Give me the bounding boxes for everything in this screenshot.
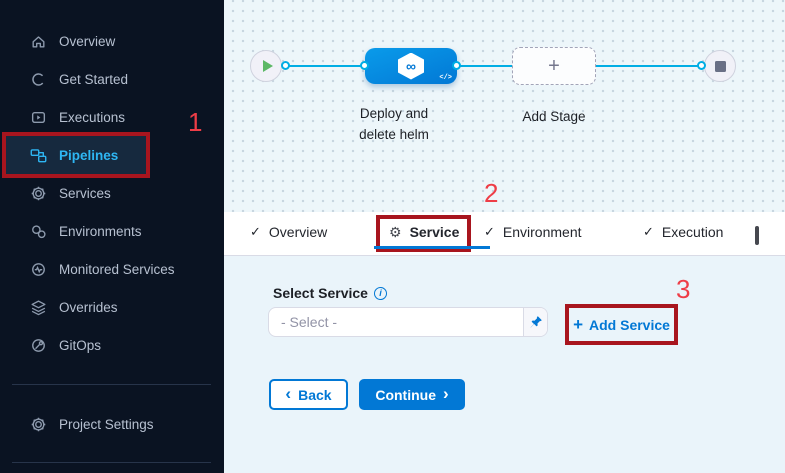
sidebar: Overview Get Started Executions Pipeline… <box>0 0 224 473</box>
annotation-number-1: 1 <box>188 107 203 137</box>
sidebar-item-overrides[interactable]: Overrides <box>0 288 224 326</box>
check-icon: ✓ <box>484 224 495 239</box>
info-icon[interactable]: i <box>373 286 387 300</box>
sidebar-item-overview[interactable]: Overview <box>0 22 224 60</box>
pipeline-start-node <box>250 50 282 82</box>
settings-gear-icon <box>30 416 47 433</box>
connector-line <box>285 65 367 67</box>
stop-icon <box>714 60 726 72</box>
play-icon <box>262 60 273 72</box>
connector-dot <box>360 61 369 70</box>
pin-fixed-value-button[interactable] <box>523 308 547 336</box>
stage-config-tabbar: ✓ Overview ⚙ Service ✓ Environment ✓ Exe… <box>224 212 785 256</box>
code-icon: </> <box>439 74 452 82</box>
tab-overview[interactable]: ✓ Overview <box>250 224 328 240</box>
sidebar-divider <box>12 384 211 385</box>
stage-label[interactable]: Deploy and delete helm <box>359 106 429 142</box>
sidebar-item-get-started[interactable]: Get Started <box>0 60 224 98</box>
sidebar-item-label: Monitored Services <box>59 261 175 277</box>
sidebar-item-gitops[interactable]: GitOps <box>0 326 224 364</box>
tab-execution[interactable]: ✓ Execution <box>643 224 724 240</box>
connector-line <box>596 65 703 67</box>
select-service-label: Select Service <box>273 285 368 301</box>
tab-service[interactable]: ⚙ Service <box>389 223 460 241</box>
sidebar-item-label: Get Started <box>59 71 129 87</box>
connector-line <box>457 65 512 67</box>
sidebar-item-label: GitOps <box>59 337 102 353</box>
add-stage-button[interactable]: + <box>512 47 596 85</box>
layers-icon <box>30 299 47 316</box>
sidebar-item-label: Services <box>59 185 111 201</box>
service-select-value: - Select - <box>281 314 338 330</box>
sidebar-item-environments[interactable]: Environments <box>0 212 224 250</box>
add-stage-label[interactable]: Add Stage <box>522 109 586 124</box>
chevron-left-icon: ‹ <box>285 384 292 403</box>
active-tab-underline <box>374 246 490 249</box>
add-service-button[interactable]: + Add Service <box>573 315 670 334</box>
chevron-right-icon: › <box>442 384 449 403</box>
annotation-number-2: 2 <box>484 178 499 208</box>
sidebar-item-executions[interactable]: Executions <box>0 98 224 136</box>
gear-icon <box>30 185 47 202</box>
plus-icon: + <box>573 315 583 334</box>
sidebar-item-pipelines[interactable]: Pipelines <box>0 136 224 174</box>
continue-button[interactable]: Continue › <box>359 379 465 410</box>
scrollbar-thumb[interactable] <box>755 226 759 245</box>
executions-play-icon <box>30 109 47 126</box>
connector-dot <box>281 61 290 70</box>
pipeline-canvas[interactable]: ∞ </> + Deploy and delete helm Add Stage… <box>224 0 785 212</box>
check-icon: ✓ <box>250 224 261 239</box>
plus-icon: + <box>548 55 560 77</box>
annotation-box-3: + Add Service <box>565 304 678 345</box>
environments-icon <box>30 223 47 240</box>
monitored-services-icon <box>30 261 47 278</box>
sidebar-item-label: Overview <box>59 33 116 49</box>
cd-hexagon-icon: ∞ <box>398 52 424 80</box>
sidebar-item-label: Pipelines <box>59 147 119 163</box>
sidebar-item-project-settings[interactable]: Project Settings <box>0 405 224 443</box>
gear-icon: ⚙ <box>389 223 402 240</box>
sidebar-item-label: Project Settings <box>59 416 154 432</box>
annotation-box-2 <box>376 215 471 252</box>
home-icon <box>30 33 47 50</box>
pin-icon <box>529 316 542 328</box>
sidebar-item-label: Executions <box>59 109 126 125</box>
progress-circle-icon <box>30 71 47 88</box>
sidebar-item-label: Overrides <box>59 299 118 315</box>
service-select-dropdown[interactable]: - Select - <box>268 307 548 337</box>
pipeline-end-node <box>704 50 736 82</box>
annotation-number-3: 3 <box>676 274 691 304</box>
stage-node-deploy[interactable]: ∞ </> <box>365 48 457 84</box>
annotation-box-1 <box>2 132 150 178</box>
connector-dot <box>452 61 461 70</box>
back-button[interactable]: ‹ Back <box>269 379 348 410</box>
sidebar-item-label: Environments <box>59 223 142 239</box>
pipelines-icon <box>30 147 47 164</box>
sidebar-divider <box>12 462 211 463</box>
tab-environment[interactable]: ✓ Environment <box>484 224 582 240</box>
service-tab-panel: Select Service i - Select - + Add Servic… <box>224 256 785 473</box>
connector-dot <box>697 61 706 70</box>
check-icon: ✓ <box>643 224 654 239</box>
sidebar-item-monitored-services[interactable]: Monitored Services <box>0 250 224 288</box>
gitops-icon <box>30 337 47 354</box>
sidebar-item-services[interactable]: Services <box>0 174 224 212</box>
